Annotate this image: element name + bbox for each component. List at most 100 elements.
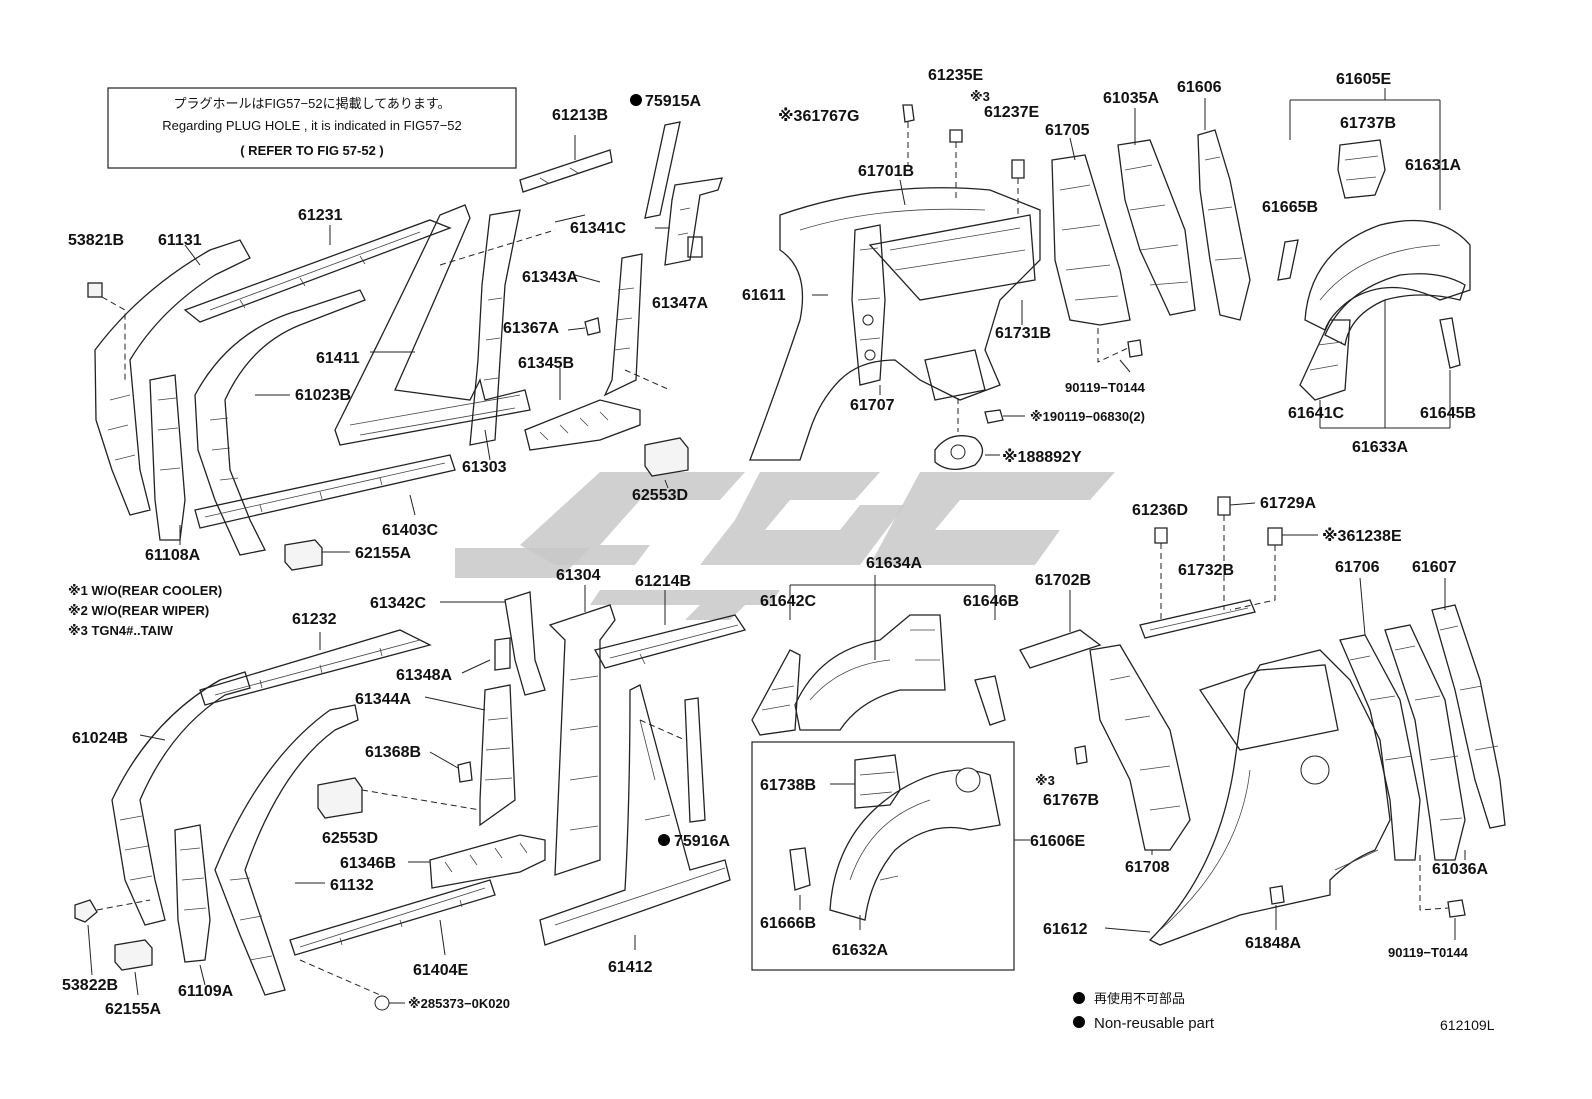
label-61731B: 61731B bbox=[995, 325, 1051, 342]
label-62553D-top: 62553D bbox=[632, 487, 688, 504]
part-61848A-shape bbox=[1269, 885, 1285, 905]
label-61345B: 61345B bbox=[518, 355, 574, 372]
group-quarter-lower bbox=[1019, 496, 1506, 946]
label-61304: 61304 bbox=[556, 567, 601, 584]
label-61732B: 61732B bbox=[1178, 562, 1234, 579]
notice-line-2: Regarding PLUG HOLE , it is indicated in… bbox=[162, 118, 462, 133]
label-61348A: 61348A bbox=[396, 667, 452, 684]
label-61606E: 61606E bbox=[1030, 833, 1085, 850]
part-61701B-shape bbox=[868, 214, 1036, 301]
part-61109A-shape bbox=[174, 824, 211, 963]
part-61606-shape bbox=[1197, 129, 1251, 321]
part-85373-shape bbox=[374, 995, 390, 1011]
part-61035A-shape bbox=[1117, 139, 1196, 316]
part-61708-shape bbox=[1089, 644, 1191, 851]
part-61024B-shape bbox=[111, 671, 251, 926]
part-61767G-shape bbox=[902, 104, 915, 123]
part-61347A-shape bbox=[687, 236, 703, 258]
label-61131: 61131 bbox=[158, 232, 202, 249]
part-90119-T0144-top-shape bbox=[1127, 339, 1143, 358]
label-61702B: 61702B bbox=[1035, 572, 1091, 589]
part-61368B-shape bbox=[457, 761, 473, 783]
group-wheelhouse-top bbox=[1277, 88, 1471, 429]
label-75916A: 75916A bbox=[674, 833, 730, 850]
part-61612-shape bbox=[1148, 649, 1391, 946]
part-61411-shape bbox=[334, 204, 531, 446]
part-61666B-shape bbox=[789, 847, 811, 891]
part-61231-shape bbox=[183, 219, 452, 323]
notice-line-3: ( REFER TO FIG 57-52 ) bbox=[240, 143, 384, 158]
part-labels: 53821B 61131 61231 61411 61023B 61108A 6… bbox=[62, 67, 1488, 1018]
part-61607-shape bbox=[1431, 604, 1506, 829]
part-88892Y-shape bbox=[934, 435, 984, 470]
label-61344A: 61344A bbox=[355, 691, 411, 708]
watermark-logo bbox=[455, 472, 1115, 620]
label-61737B: 61737B bbox=[1340, 115, 1396, 132]
label-61767G: ※361767G bbox=[778, 107, 859, 125]
part-61729A-shape bbox=[1217, 496, 1231, 516]
label-61036A: 61036A bbox=[1432, 861, 1488, 878]
part-61237E-shape bbox=[1011, 159, 1025, 179]
label-61646B: 61646B bbox=[963, 593, 1019, 610]
label-61611: 61611 bbox=[742, 287, 786, 304]
label-90119-T0144-top: 90119−T0144 bbox=[1065, 380, 1146, 395]
part-61404E-shape bbox=[289, 879, 496, 956]
part-75915A-shape bbox=[644, 121, 681, 219]
part-61412-shape bbox=[539, 684, 731, 946]
nonreusable-dot-75916A bbox=[658, 834, 670, 846]
part-61131-shape bbox=[94, 239, 251, 516]
part-61108A-shape bbox=[149, 374, 186, 541]
legend-jp: 再使用不可部品 bbox=[1094, 991, 1185, 1006]
part-61232-shape bbox=[199, 629, 432, 706]
part-61345B-shape bbox=[524, 399, 641, 451]
label-61132: 61132 bbox=[330, 877, 374, 894]
part-61235E-shape bbox=[949, 129, 963, 143]
part-61023B-shape bbox=[194, 289, 366, 556]
group-wheelhouse-lower bbox=[751, 575, 1030, 971]
part-62553D-bot-shape bbox=[317, 777, 363, 819]
label-61607: 61607 bbox=[1412, 559, 1457, 576]
label-61612: 61612 bbox=[1043, 921, 1088, 938]
part-61611-shape bbox=[749, 187, 1041, 461]
part-75916A-shape bbox=[684, 697, 706, 823]
part-90119-T0144-bot-shape bbox=[1447, 899, 1466, 918]
part-61348A-shape bbox=[494, 637, 511, 671]
label-61231: 61231 bbox=[298, 207, 343, 224]
label-62553D-bot: 62553D bbox=[322, 830, 378, 847]
label-61346B: 61346B bbox=[340, 855, 396, 872]
label-61707: 61707 bbox=[850, 397, 895, 414]
part-61738B-shape bbox=[854, 754, 901, 809]
part-62155A-bot-shape bbox=[114, 939, 153, 971]
label-61767B-mark: ※3 bbox=[1035, 773, 1055, 788]
label-61024B: 61024B bbox=[72, 730, 128, 747]
part-61702B-shape bbox=[1019, 629, 1102, 669]
part-53822B-shape bbox=[74, 899, 98, 923]
part-61632A-shape bbox=[829, 769, 1001, 921]
group-front-left bbox=[87, 204, 556, 571]
part-53821B-shape bbox=[87, 282, 103, 298]
label-61347A: 61347A bbox=[652, 295, 708, 312]
label-61632A: 61632A bbox=[832, 942, 888, 959]
label-61341C: 61341C bbox=[570, 220, 626, 237]
label-53822B: 53822B bbox=[62, 977, 118, 994]
part-61707-shape bbox=[851, 224, 886, 386]
part-61304-shape bbox=[548, 604, 616, 876]
label-61213B: 61213B bbox=[552, 107, 608, 124]
part-61344A-shape bbox=[479, 684, 516, 827]
part-61346B-shape bbox=[429, 834, 546, 889]
part-61631A-shape bbox=[1304, 219, 1471, 331]
part-61732B-shape bbox=[1139, 599, 1256, 639]
part-61214B-shape bbox=[594, 614, 747, 669]
part-61403C-shape bbox=[194, 454, 456, 529]
label-90119-06830: ※190119−06830(2) bbox=[1030, 409, 1145, 424]
label-90119-T0144-bot: 90119−T0144 bbox=[1388, 945, 1469, 960]
label-61412: 61412 bbox=[608, 959, 653, 976]
part-61634A-shape bbox=[794, 614, 946, 731]
part-61132-shape bbox=[214, 704, 359, 996]
footnote-2: ※2 W/O(REAR WIPER) bbox=[68, 603, 209, 618]
part-61236D-shape bbox=[1154, 527, 1168, 544]
label-61641C: 61641C bbox=[1288, 405, 1344, 422]
label-61729A: 61729A bbox=[1260, 495, 1316, 512]
part-61646B-shape bbox=[974, 675, 1006, 726]
